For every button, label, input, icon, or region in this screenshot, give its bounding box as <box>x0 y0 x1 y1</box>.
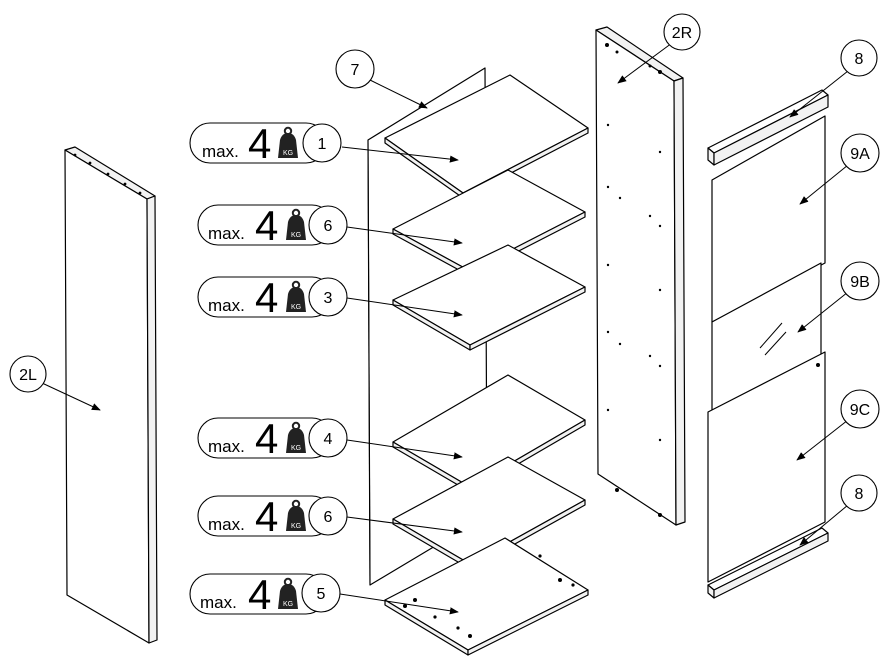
callout-7: 7 <box>335 49 428 109</box>
weight-unit: KG <box>291 445 301 452</box>
weight-unit: KG <box>283 601 293 608</box>
shelf-part-number: 5 <box>317 586 326 603</box>
weight-unit: KG <box>283 150 293 157</box>
load-max-text: max. <box>208 224 245 243</box>
load-value: 4 <box>248 120 271 167</box>
load-max-text: max. <box>200 593 237 612</box>
bottom-panel <box>384 537 589 656</box>
callout-9b-label: 9B <box>850 274 870 291</box>
shelf-load-6: max. 4 KG 5 <box>189 571 459 618</box>
callout-8-top-label: 8 <box>855 51 864 68</box>
callout-9c: 9C <box>796 389 880 461</box>
callout-8-top: 8 <box>789 39 878 118</box>
shelf-load-5: max. 4 KG 6 <box>197 493 463 540</box>
weight-icon: KG <box>285 208 307 241</box>
load-max-text: max. <box>208 515 245 534</box>
door-9a <box>711 115 826 323</box>
load-max-text: max. <box>208 296 245 315</box>
load-value: 4 <box>255 274 278 321</box>
callout-2r: 2R <box>617 13 701 84</box>
right-side-panel <box>595 26 686 526</box>
callout-2l-label: 2L <box>19 367 37 384</box>
shelf-part-number: 6 <box>324 218 333 235</box>
callout-8-bottom: 8 <box>799 474 878 546</box>
shelf-3 <box>392 244 586 351</box>
top-rail <box>707 89 829 166</box>
weight-icon: KG <box>285 499 307 532</box>
shelf-part-number: 6 <box>324 509 333 526</box>
weight-unit: KG <box>291 523 301 530</box>
weight-icon: KG <box>285 421 307 454</box>
load-max-text: max. <box>202 142 239 161</box>
shelf-part-number: 3 <box>324 290 333 307</box>
callout-9b: 9B <box>797 261 880 333</box>
weight-icon: KG <box>285 280 307 313</box>
callout-9a: 9A <box>799 133 880 205</box>
shelf-load-4: max. 4 KG 4 <box>197 415 463 462</box>
shelf-load-2: max. 4 KG 6 <box>197 202 463 249</box>
load-value: 4 <box>248 571 271 618</box>
callout-9c-label: 9C <box>850 402 870 419</box>
weight-icon: KG <box>277 577 299 610</box>
weight-icon: KG <box>277 126 299 159</box>
callout-9a-label: 9A <box>850 146 870 163</box>
door-9c <box>707 351 826 583</box>
shelf-part-number: 4 <box>324 431 333 448</box>
callout-7-label: 7 <box>351 62 360 79</box>
load-value: 4 <box>255 202 278 249</box>
weight-unit: KG <box>291 232 301 239</box>
shelf-part-number: 1 <box>318 136 327 153</box>
left-side-panel <box>64 146 158 644</box>
callout-2r-label: 2R <box>672 25 692 42</box>
weight-unit: KG <box>291 304 301 311</box>
callout-8-bottom-label: 8 <box>855 486 864 503</box>
load-value: 4 <box>255 415 278 462</box>
shelf-load-3: max. 4 KG 3 <box>197 274 463 321</box>
load-max-text: max. <box>208 437 245 456</box>
load-value: 4 <box>255 493 278 540</box>
bottom-rail <box>707 527 829 599</box>
shelf-load-1: max. 4 KG 1 <box>189 120 459 167</box>
callout-2l: 2L <box>9 355 101 411</box>
